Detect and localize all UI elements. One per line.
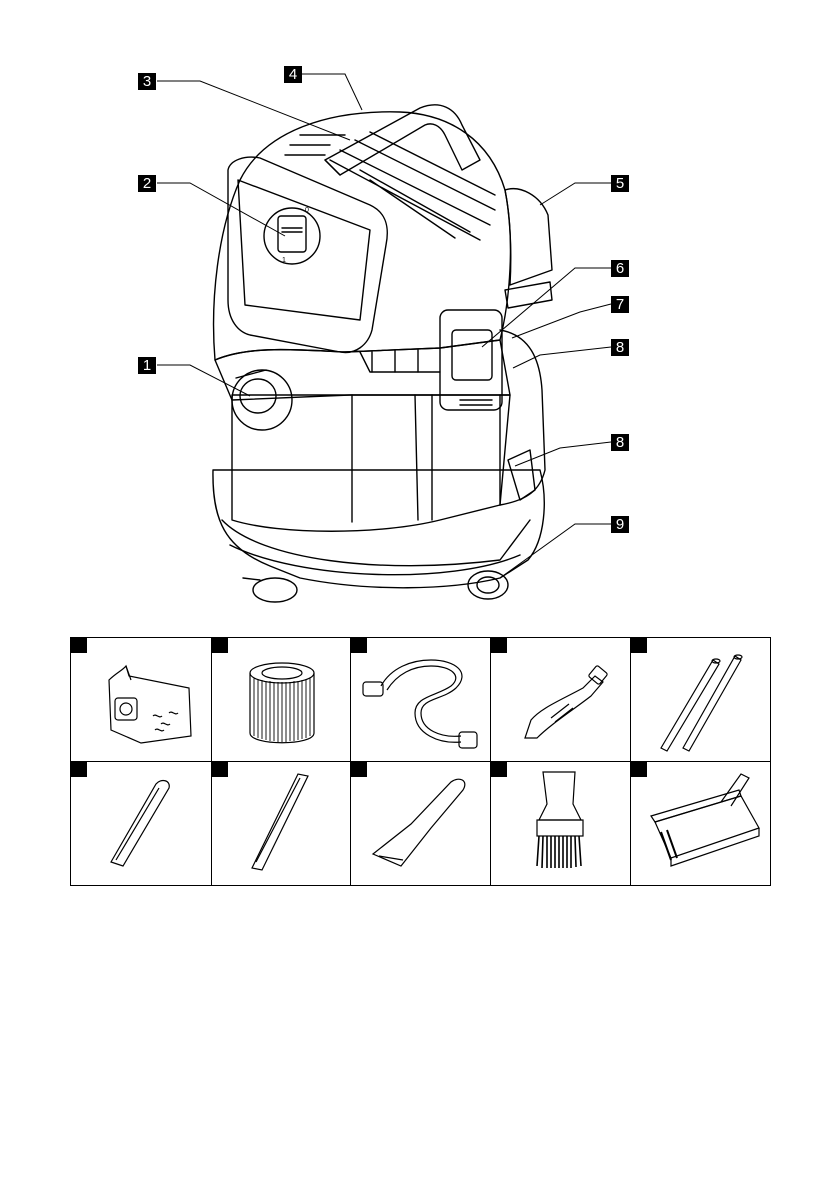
callout-6: 6 [611,260,629,277]
leader-5 [540,183,611,205]
callout-8b: 8 [611,434,629,451]
front-panel [228,157,387,352]
blower-port [505,189,552,285]
extension-tubes-icon [631,638,770,761]
accessory-cell-upholstery-nozzle [350,761,491,886]
hose-handle-icon [491,638,630,761]
leader-4 [302,74,362,110]
motor-head [214,112,511,360]
accessory-cell-brush-nozzle [490,761,631,886]
crevice-nozzle-icon [71,762,211,885]
upholstery-nozzle-icon [351,762,490,885]
wheel-left [253,578,297,602]
switch-label-top: 0 [305,207,309,214]
cartridge-filter-icon [212,638,350,761]
leader-3 [157,81,350,140]
callout-5: 5 [611,175,629,192]
floor-nozzle-icon [631,762,770,885]
accessory-cell-extension-tubes [630,637,771,762]
leader-8b [515,442,611,466]
callout-4: 4 [284,66,302,83]
accessory-cell-cartridge-filter [211,637,351,762]
callout-2: 2 [138,175,156,192]
callout-9: 9 [611,516,629,533]
leader-8a [513,347,611,368]
accessory-cell-hose-handle [490,637,631,762]
long-crevice-nozzle-icon [212,762,350,885]
suction-hose-icon [351,638,490,761]
vacuum-cleaner-illustration: 0 1 [0,0,839,620]
switch-label-bottom: 1 [282,257,286,264]
accessory-cell-suction-hose [350,637,491,762]
brush-nozzle-icon [491,762,630,885]
accessory-cell-crevice-nozzle [70,761,212,886]
accessory-cell-filter-bag [70,637,212,762]
leader-9 [500,524,611,578]
wheel-right [468,571,508,599]
tank-body [232,395,510,531]
accessory-grid [70,637,771,886]
accessory-cell-floor-nozzle [630,761,771,886]
callout-1: 1 [138,357,156,374]
filter-bag-icon [71,638,211,761]
callout-3: 3 [138,73,156,90]
leader-1 [157,365,250,396]
accessory-cell-long-crevice-nozzle [211,761,351,886]
callout-7: 7 [611,296,629,313]
callout-8a: 8 [611,339,629,356]
